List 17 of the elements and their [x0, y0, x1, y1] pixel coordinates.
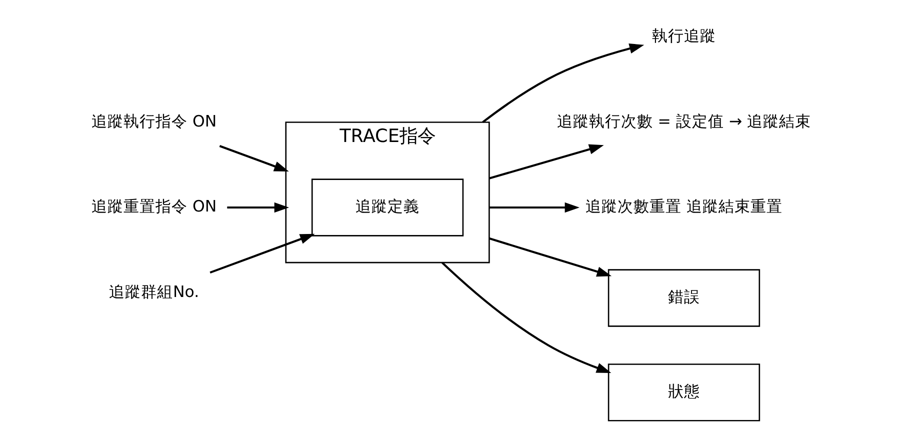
arrow [482, 44, 644, 124]
arrow [219, 145, 289, 172]
node-text: 執行追蹤 [652, 26, 716, 46]
arrow [489, 202, 580, 213]
node-text: 追蹤執行指令 ON [91, 111, 217, 130]
node-box: 錯誤 [608, 269, 760, 327]
node-box: 追蹤定義 [311, 178, 464, 236]
arrow [488, 144, 604, 180]
node-text: 追蹤執行次數 = 設定值 → 追蹤結束 [556, 111, 812, 130]
arrow [227, 202, 290, 213]
node-text: 追蹤重置指令 ON [91, 196, 217, 216]
arrow [210, 234, 315, 274]
arrow [441, 262, 612, 373]
node-text: 追蹤群組No. [108, 282, 200, 301]
node-text: 追蹤次數重置 追蹤結束重置 [585, 196, 782, 216]
node-box: 狀態 [608, 364, 760, 422]
arrow [488, 237, 612, 277]
